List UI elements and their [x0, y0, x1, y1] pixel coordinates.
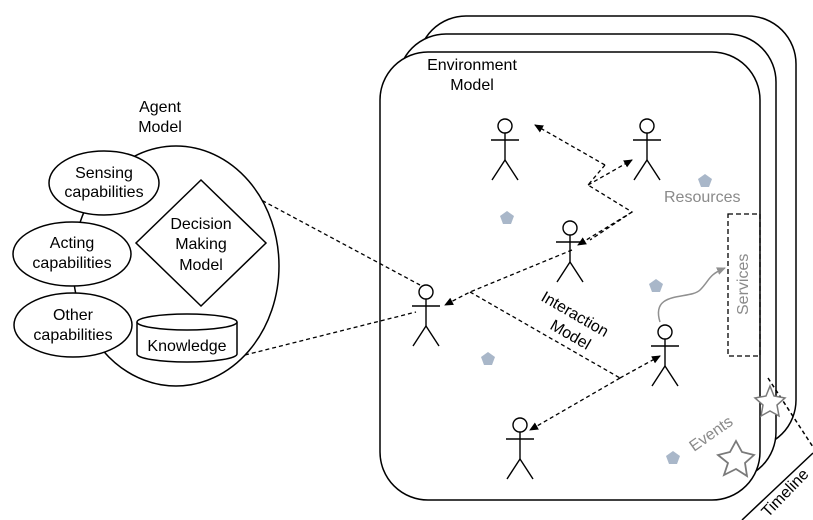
environment-model-title-line1: Environment — [427, 57, 517, 74]
sensing-label-line2: capabilities — [64, 184, 143, 201]
agent-zoom-connectors — [244, 193, 421, 356]
agent-figure-icon — [412, 284, 440, 347]
agent-figure-icon — [506, 417, 534, 480]
decision-label-line2: Making — [175, 236, 227, 253]
resource-pentagon-icon — [481, 352, 495, 365]
service-request-arrow — [657, 267, 726, 323]
agent-figure-icon — [633, 118, 661, 181]
agent-figure-icon — [651, 324, 679, 387]
other-label-line2: capabilities — [33, 327, 112, 344]
acting-capabilities-ellipse — [12, 221, 132, 287]
knowledge-cylinder — [136, 313, 238, 363]
agent-model-title-line1: Agent — [139, 99, 181, 116]
resource-pentagon-icon — [698, 174, 712, 187]
agent-model-title-line2: Model — [138, 119, 182, 136]
environment-layer-front — [379, 51, 761, 501]
services-label: Services — [735, 254, 752, 315]
environment-model-title-line2: Model — [450, 77, 494, 94]
timeline-axis — [741, 377, 813, 520]
other-label-line1: Other — [53, 307, 94, 324]
resource-pentagon-icon — [649, 279, 663, 292]
acting-label-line2: capabilities — [32, 255, 111, 272]
knowledge-label: Knowledge — [147, 338, 226, 355]
sensing-label-line1: Sensing — [75, 165, 133, 182]
resources-label: Resources — [664, 189, 740, 206]
sensing-capabilities-ellipse — [48, 150, 160, 216]
decision-label-line1: Decision — [170, 216, 231, 233]
event-star-icon-small — [753, 383, 787, 418]
resource-pentagon-icon — [666, 451, 680, 464]
decision-making-diamond — [134, 178, 268, 308]
services-box — [727, 213, 761, 357]
resource-pentagon-icon — [500, 211, 514, 224]
other-capabilities-ellipse — [13, 292, 133, 358]
agent-figure-icon — [556, 220, 584, 283]
agent-figure-icon — [491, 118, 519, 181]
decision-label-line3: Model — [179, 257, 223, 274]
timeline-label: Timeline — [759, 466, 813, 520]
acting-label-line1: Acting — [50, 235, 94, 252]
interaction-connections — [444, 124, 661, 431]
event-star-icon — [716, 439, 756, 478]
